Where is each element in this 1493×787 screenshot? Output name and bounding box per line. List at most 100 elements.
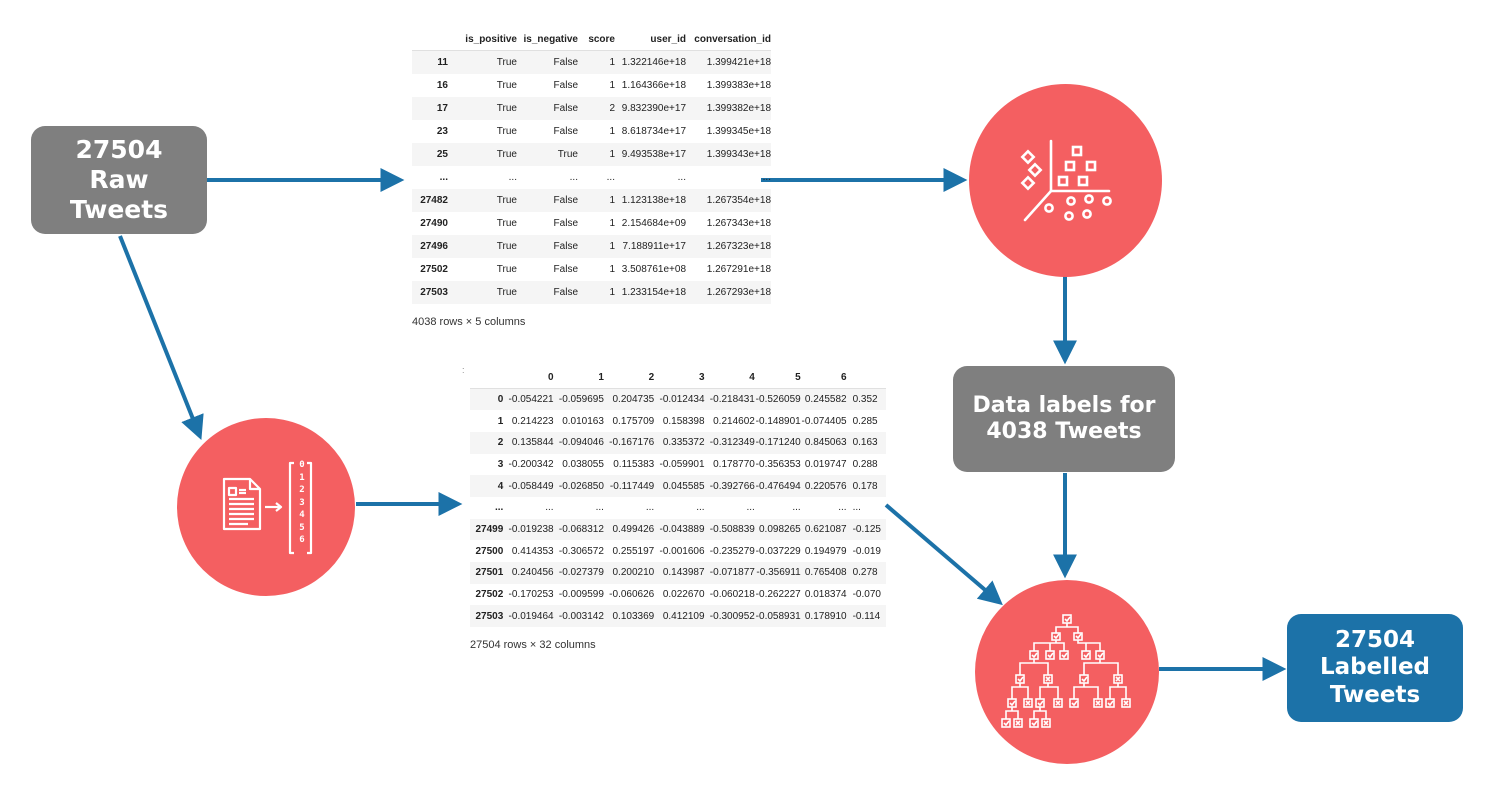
table-cell: -0.356911 bbox=[756, 567, 801, 579]
table-cell: 0.288 bbox=[852, 458, 878, 470]
column-header bbox=[846, 366, 886, 389]
table-cell: 0.352 bbox=[852, 394, 878, 406]
table-cell: 0.621087 bbox=[804, 523, 847, 535]
vector-digit: 3 bbox=[299, 497, 305, 508]
table-cell: 1.233154e+18 bbox=[621, 286, 686, 298]
index-header bbox=[470, 366, 504, 389]
table-cell: 1 bbox=[609, 79, 615, 91]
table-cell: 0.045585 bbox=[662, 480, 705, 492]
table-cell: 0.414353 bbox=[511, 545, 554, 557]
table-cell: 1.399343e+18 bbox=[706, 148, 771, 160]
table-cell: False bbox=[553, 263, 578, 275]
row-index: ... bbox=[439, 171, 448, 183]
vectorizer-circle: 0 1 2 3 4 5 6 bbox=[177, 418, 355, 596]
table-cell: -0.117449 bbox=[609, 480, 655, 492]
table-cell: True bbox=[496, 56, 517, 68]
table-cell: -0.012434 bbox=[659, 394, 705, 406]
row-index: 27496 bbox=[420, 240, 448, 252]
bottom-dataframe-caption: 27504 rows × 32 columns bbox=[470, 639, 596, 652]
table-cell: 1.322146e+18 bbox=[621, 56, 686, 68]
table-cell: -0.167176 bbox=[609, 437, 655, 449]
index-header bbox=[412, 28, 448, 51]
table-cell: 0.194979 bbox=[804, 545, 847, 557]
table-cell: -0.019464 bbox=[508, 610, 554, 622]
table-cell: ... bbox=[746, 502, 755, 514]
table-cell: True bbox=[496, 286, 517, 298]
table-cell: -0.003142 bbox=[558, 610, 604, 622]
row-index: 16 bbox=[436, 79, 448, 91]
table-cell: 1.399421e+18 bbox=[706, 56, 771, 68]
table-cell: -0.001606 bbox=[659, 545, 705, 557]
table-cell: 0.022670 bbox=[662, 589, 705, 601]
row-index: 3 bbox=[497, 458, 504, 470]
vector-digit: 1 bbox=[299, 472, 305, 483]
row-index: 27490 bbox=[420, 217, 448, 229]
table-cell: 0.178910 bbox=[804, 610, 847, 622]
table-cell: 0.278 bbox=[852, 567, 878, 579]
table-cell: -0.094046 bbox=[558, 437, 604, 449]
table-cell: 1.267323e+18 bbox=[706, 240, 771, 252]
table-cell: 0.412109 bbox=[662, 610, 705, 622]
table-cell: 1 bbox=[609, 125, 615, 137]
table-cell: 1 bbox=[609, 240, 615, 252]
table-cell: True bbox=[496, 194, 517, 206]
labelled-tweets-box: 27504 Labelled Tweets bbox=[1287, 614, 1463, 722]
table-cell: ... bbox=[838, 502, 847, 514]
table-cell: -0.218431 bbox=[709, 394, 755, 406]
table-cell: False bbox=[553, 240, 578, 252]
table-cell: -0.071877 bbox=[709, 567, 755, 579]
row-index: 25 bbox=[436, 148, 448, 160]
table-cell: -0.171240 bbox=[755, 437, 801, 449]
header-row: is_positive is_negative score user_id co… bbox=[412, 28, 771, 51]
column-header: 4 bbox=[704, 366, 755, 389]
table-cell: -0.312349 bbox=[709, 437, 755, 449]
table-cell: 2.154684e+09 bbox=[621, 217, 686, 229]
table-cell: 0.158398 bbox=[662, 415, 705, 427]
table-cell: 3.508761e+08 bbox=[621, 263, 686, 275]
table-cell: 1.267343e+18 bbox=[706, 217, 771, 229]
table-cell: 1.164366e+18 bbox=[621, 79, 686, 91]
row-index: 4 bbox=[497, 480, 504, 492]
clustering-circle bbox=[969, 84, 1162, 277]
table-cell: -0.019238 bbox=[508, 523, 554, 535]
column-header: 5 bbox=[754, 366, 801, 389]
cell-marker: : bbox=[462, 365, 465, 375]
table-cell: ... bbox=[545, 502, 554, 514]
table-cell: ... bbox=[792, 502, 801, 514]
table-cell: -0.300952 bbox=[709, 610, 755, 622]
table-cell: 2 bbox=[609, 102, 615, 114]
table-cell: 0.010163 bbox=[562, 415, 604, 427]
table-cell: 1.123138e+18 bbox=[621, 194, 686, 206]
table-cell: 1 bbox=[609, 148, 615, 160]
table-cell: 1.399382e+18 bbox=[706, 102, 771, 114]
table-cell: -0.114 bbox=[852, 610, 881, 622]
table-cell: 1 bbox=[609, 56, 615, 68]
table-cell: 0.499426 bbox=[612, 523, 655, 535]
top-dataframe-caption: 4038 rows × 5 columns bbox=[412, 315, 526, 328]
row-index: 11 bbox=[437, 56, 448, 68]
table-cell: True bbox=[496, 79, 517, 91]
table-cell: 0.255197 bbox=[612, 545, 655, 557]
table-cell: 1 bbox=[609, 263, 615, 275]
table-cell: 1 bbox=[609, 217, 615, 229]
table-cell: ... bbox=[696, 502, 705, 514]
table-cell: 1.267354e+18 bbox=[706, 194, 771, 206]
table-cell: 0.214602 bbox=[713, 415, 755, 427]
table-cell: 0.018374 bbox=[804, 589, 847, 601]
table-cell: -0.170253 bbox=[508, 589, 554, 601]
table-cell: 0.245582 bbox=[804, 394, 847, 406]
table-cell: 0.204735 bbox=[612, 394, 655, 406]
table-cell: False bbox=[553, 125, 578, 137]
top-dataframe-table: is_positive is_negative score user_id co… bbox=[412, 28, 771, 304]
table-row: .................. bbox=[412, 166, 771, 189]
vector-digits: 0 1 2 3 4 5 6 bbox=[298, 459, 306, 547]
row-index: 27502 bbox=[475, 589, 504, 601]
